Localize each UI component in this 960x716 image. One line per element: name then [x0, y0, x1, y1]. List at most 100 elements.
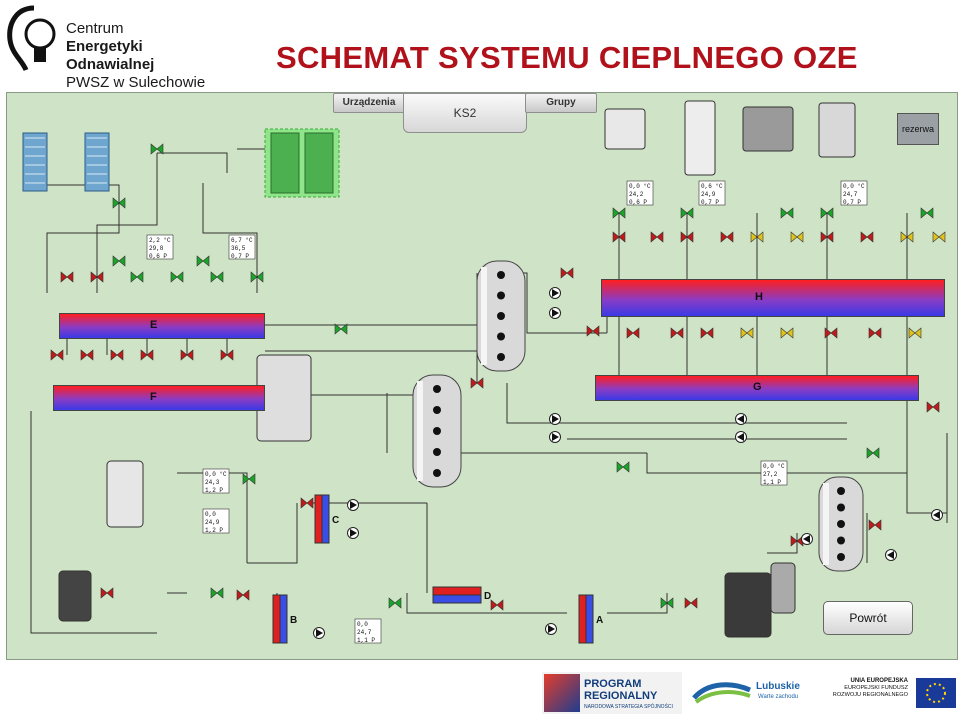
- valve-25[interactable]: [750, 231, 764, 243]
- sensor-readout-4-line-1: 0,6 °C: [701, 183, 723, 190]
- valve-27[interactable]: [820, 231, 834, 243]
- valve-41[interactable]: [824, 327, 838, 339]
- valve-38[interactable]: [700, 327, 714, 339]
- buffer-tank-1[interactable]: [476, 260, 526, 372]
- pump-7[interactable]: [347, 499, 359, 511]
- sensor-readout-6-line-3: 1,2 P: [205, 487, 223, 494]
- valve-49[interactable]: [242, 473, 256, 485]
- valve-29[interactable]: [900, 231, 914, 243]
- pump-10[interactable]: [545, 623, 557, 635]
- pipe-27: [177, 472, 248, 563]
- valve-52[interactable]: [388, 597, 402, 609]
- valve-22[interactable]: [650, 231, 664, 243]
- valve-24[interactable]: [720, 231, 734, 243]
- valve-26[interactable]: [790, 231, 804, 243]
- tab-urzadzenia[interactable]: Urządzenia: [333, 93, 405, 113]
- valve-42[interactable]: [868, 327, 882, 339]
- flat-collector-group: [264, 128, 340, 198]
- sensor-readout-1-line-1: 2,2 °C: [149, 237, 171, 244]
- pump-6[interactable]: [735, 431, 747, 443]
- valve-7[interactable]: [112, 197, 126, 209]
- valve-20[interactable]: [470, 377, 484, 389]
- valve-31[interactable]: [612, 207, 626, 219]
- valve-18[interactable]: [560, 267, 574, 279]
- tab-grupy[interactable]: Grupy: [525, 93, 597, 113]
- biomass-boiler[interactable]: [724, 572, 772, 638]
- valve-47[interactable]: [868, 519, 882, 531]
- valve-46[interactable]: [866, 447, 880, 459]
- valve-40[interactable]: [780, 327, 794, 339]
- valve-2[interactable]: [90, 271, 104, 283]
- heat-pump-3[interactable]: [818, 102, 856, 158]
- sensor-readout-4-line-2: 24,9: [701, 191, 716, 198]
- valve-43[interactable]: [908, 327, 922, 339]
- heat-pump-unit[interactable]: [256, 354, 312, 442]
- valve-17[interactable]: [334, 323, 348, 335]
- fireplace-unit[interactable]: [58, 570, 92, 622]
- valve-30[interactable]: [932, 231, 946, 243]
- valve-16[interactable]: [220, 349, 234, 361]
- pump-13[interactable]: [931, 509, 943, 521]
- tab-ks2[interactable]: KS2: [403, 93, 527, 133]
- heat-pump-2[interactable]: [742, 106, 794, 152]
- valve-13[interactable]: [110, 349, 124, 361]
- valve-5[interactable]: [210, 271, 224, 283]
- valve-11[interactable]: [50, 349, 64, 361]
- valve-4[interactable]: [170, 271, 184, 283]
- valve-19[interactable]: [586, 325, 600, 337]
- pump-2[interactable]: [549, 307, 561, 319]
- exchanger-d[interactable]: D: [432, 586, 491, 604]
- heat-pump-1[interactable]: [604, 108, 646, 150]
- pump-1[interactable]: [549, 287, 561, 299]
- exchanger-a[interactable]: A: [578, 594, 603, 644]
- electric-water-heater[interactable]: [106, 460, 144, 528]
- boiler-unit[interactable]: [684, 100, 716, 176]
- back-button[interactable]: Powrót: [823, 601, 913, 635]
- valve-14[interactable]: [140, 349, 154, 361]
- valve-32[interactable]: [680, 207, 694, 219]
- valve-51[interactable]: [210, 587, 224, 599]
- buffer-tank-3[interactable]: [818, 476, 864, 572]
- pump-11[interactable]: [801, 533, 813, 545]
- valve-39[interactable]: [740, 327, 754, 339]
- valve-15[interactable]: [180, 349, 194, 361]
- valve-44[interactable]: [926, 401, 940, 413]
- sensor-readout-5: 0,0 °C24,70,7 P: [840, 180, 868, 206]
- pump-12[interactable]: [885, 549, 897, 561]
- valve-23[interactable]: [680, 231, 694, 243]
- valve-8[interactable]: [150, 143, 164, 155]
- exchanger-b[interactable]: B: [272, 594, 297, 644]
- valve-28[interactable]: [860, 231, 874, 243]
- valve-45[interactable]: [616, 461, 630, 473]
- reserve-device[interactable]: rezerwa: [897, 113, 939, 145]
- valve-37[interactable]: [670, 327, 684, 339]
- pump-9[interactable]: [313, 627, 325, 639]
- valve-21[interactable]: [612, 231, 626, 243]
- valve-56[interactable]: [100, 587, 114, 599]
- valve-33[interactable]: [780, 207, 794, 219]
- valve-9[interactable]: [112, 255, 126, 267]
- valve-12[interactable]: [80, 349, 94, 361]
- valve-50[interactable]: [300, 497, 314, 509]
- sensor-readout-3-line-1: 0,0 °C: [629, 183, 651, 190]
- valve-10[interactable]: [196, 255, 210, 267]
- valve-36[interactable]: [626, 327, 640, 339]
- valve-53[interactable]: [490, 599, 504, 611]
- valve-54[interactable]: [660, 597, 674, 609]
- valve-3[interactable]: [130, 271, 144, 283]
- valve-35[interactable]: [920, 207, 934, 219]
- pump-8[interactable]: [347, 527, 359, 539]
- valve-1[interactable]: [60, 271, 74, 283]
- valve-34[interactable]: [820, 207, 834, 219]
- sensor-readout-9-line-2: 24,7: [357, 629, 372, 636]
- pellet-feeder[interactable]: [770, 562, 796, 614]
- valve-6[interactable]: [250, 271, 264, 283]
- valve-57[interactable]: [236, 589, 250, 601]
- exchanger-c[interactable]: C: [314, 494, 339, 544]
- valve-55[interactable]: [684, 597, 698, 609]
- pump-3[interactable]: [549, 413, 561, 425]
- buffer-tank-2[interactable]: [412, 374, 462, 488]
- pump-4[interactable]: [549, 431, 561, 443]
- pump-5[interactable]: [735, 413, 747, 425]
